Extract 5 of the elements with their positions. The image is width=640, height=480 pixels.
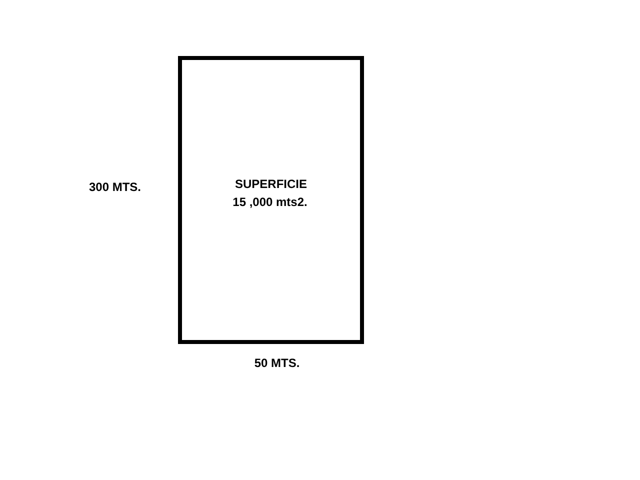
dimension-label: 300 MTS. [88,180,142,194]
plot-rectangle [178,56,364,344]
dimension-label: 50 MTS. [254,356,300,370]
area-heading: SUPERFICIE [235,177,307,191]
area-value: 15 ,000 mts2. [232,195,308,209]
